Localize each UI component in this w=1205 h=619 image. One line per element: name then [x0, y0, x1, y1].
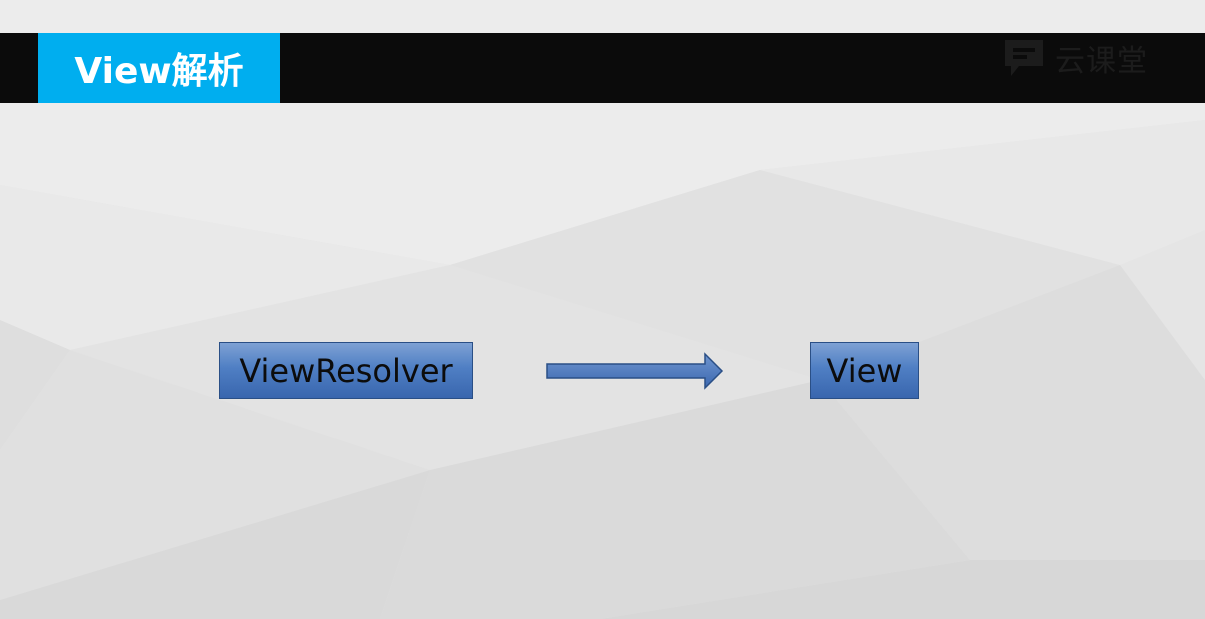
chat-bubble-icon [1005, 40, 1043, 76]
flow-arrow [546, 352, 724, 390]
logo: 云课堂 [1003, 38, 1148, 79]
logo-text: 云课堂 [1055, 44, 1148, 79]
title-box: View解析 [38, 33, 280, 103]
viewresolver-node: ViewResolver [219, 342, 473, 399]
viewresolver-label: ViewResolver [239, 351, 453, 390]
view-label: View [826, 351, 903, 390]
page-title: View解析 [74, 51, 244, 92]
view-node: View [810, 342, 919, 399]
